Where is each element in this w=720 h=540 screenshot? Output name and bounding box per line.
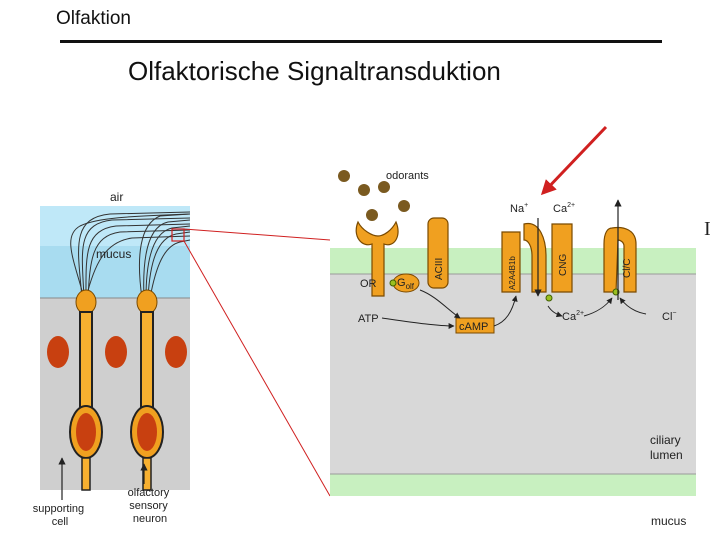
section-heading: Olfaktion bbox=[56, 8, 131, 29]
atp-label: ATP bbox=[358, 313, 379, 325]
ca-binding-site bbox=[545, 294, 553, 302]
cilia-bundle-right bbox=[138, 213, 191, 299]
a2a4b1b-label: A2A4B1b bbox=[508, 256, 517, 290]
cng-channel-subunit-right bbox=[551, 223, 573, 293]
adenylyl-cyclase-iii bbox=[427, 217, 449, 289]
chloride-label: Cl− bbox=[662, 310, 676, 323]
mucus-bottom-label: mucus bbox=[651, 514, 686, 528]
aciii-label: ACIII bbox=[434, 258, 445, 280]
camp-label: cAMP bbox=[459, 321, 488, 333]
zoom-line-bottom bbox=[183, 240, 331, 497]
mucus-layer bbox=[40, 246, 190, 298]
zoom-box bbox=[171, 228, 185, 242]
lower-membrane bbox=[330, 474, 696, 496]
ciliary-lumen-label: ciliary lumen bbox=[650, 433, 684, 462]
supporting-nucleus bbox=[165, 336, 187, 368]
edge-glyph: I bbox=[704, 218, 711, 240]
zoom-line-top bbox=[183, 228, 331, 241]
odorant-receptor bbox=[355, 220, 399, 297]
callout-arrow bbox=[540, 125, 608, 196]
supporting-nucleus bbox=[105, 336, 127, 368]
cilium-panel: odorants OR Golf ACIII A2A4B1b CNG Cl/C … bbox=[330, 170, 696, 528]
odorant-molecules bbox=[338, 170, 410, 221]
title-divider bbox=[60, 40, 662, 43]
chloride-channel bbox=[603, 226, 637, 293]
supporting-cell-label: supporting cell bbox=[33, 503, 87, 528]
supporting-nucleus bbox=[47, 336, 69, 368]
cng-label: CNG bbox=[558, 254, 569, 276]
sodium-label: Na+ bbox=[510, 202, 528, 215]
air-label: air bbox=[110, 190, 123, 204]
clc-label: Cl/C bbox=[622, 259, 633, 278]
cilia-bundle-left bbox=[70, 211, 191, 299]
olfactory-neuron-label: olfactory sensory neuron bbox=[128, 487, 173, 525]
calcium-top-label: Ca2+ bbox=[553, 202, 575, 215]
or-label: OR bbox=[360, 278, 377, 290]
calcium-bottom-label: Ca2+ bbox=[562, 310, 584, 323]
ciliary-lumen-region bbox=[330, 274, 696, 474]
sensory-neuron-right bbox=[130, 289, 164, 491]
epithelium-panel: air mucus supporting cell olfactory sens… bbox=[33, 190, 191, 528]
g-olf-label: Golf bbox=[397, 277, 415, 291]
sensory-neuron-left bbox=[69, 289, 103, 491]
cng-channel-subunit-left bbox=[501, 231, 521, 293]
page-title: Olfaktorische Signaltransduktion bbox=[128, 56, 501, 86]
mucus-label: mucus bbox=[96, 247, 131, 261]
odorants-label: odorants bbox=[386, 170, 429, 182]
